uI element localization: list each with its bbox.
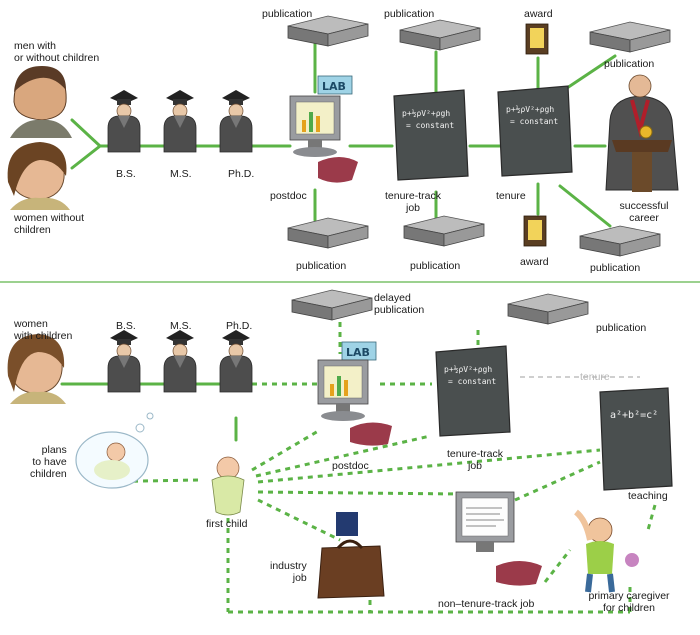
woman-portrait (7, 142, 70, 210)
bottom-publications (291, 289, 589, 325)
publication-book (403, 215, 485, 247)
tenure-board-top (497, 85, 573, 177)
bs-graduate-bottom (107, 329, 141, 393)
non-tenure-track-computer (455, 491, 542, 586)
label-postdoc-top: postdoc (270, 190, 307, 202)
label-ms-bottom: M.S. (170, 320, 192, 332)
publication-book (287, 15, 369, 47)
teaching-formula: a²+b²=c² (610, 410, 658, 421)
lab-sign-bottom: LAB (346, 346, 370, 359)
label-teaching: teaching (628, 490, 668, 502)
lab-sign-top: LAB (322, 80, 346, 93)
label-non-tenure-track: non–tenure-track job (438, 598, 535, 610)
label-publication: publication (262, 8, 313, 20)
woman-with-children-portrait (7, 334, 66, 404)
label-successful-career: successful career (619, 200, 669, 224)
label-publication-bottom: publication (596, 322, 647, 334)
label-postdoc-bottom: postdoc (332, 460, 369, 472)
label-award: award (524, 8, 553, 20)
award-plaque (525, 23, 549, 55)
bs-graduate (107, 89, 141, 153)
label-bs-bottom: B.S. (116, 320, 136, 332)
teaching-board: a²+b²=c² (599, 387, 673, 491)
label-men-group: men with or without children (14, 40, 100, 64)
delayed-publication-book (291, 289, 373, 321)
label-first-child: first child (206, 518, 248, 530)
postdoc-computer-bottom: LAB (317, 341, 392, 446)
label-ms-top: M.S. (170, 168, 192, 180)
caregiver-with-child (574, 509, 639, 593)
label-tenure-top: tenure (496, 190, 526, 202)
first-child-baby (211, 456, 245, 516)
bottom-dashed-lines (88, 322, 657, 614)
bottom-solid-lines (60, 382, 238, 442)
label-women-with-children: women with children (14, 318, 73, 342)
label-publication: publication (410, 260, 461, 272)
phd-graduate (219, 89, 253, 153)
publication-book (579, 225, 661, 257)
publication-book (287, 217, 369, 249)
postdoc-computer: LAB (289, 75, 358, 183)
publication-book-bottom (507, 293, 589, 325)
label-tenure-track-top: tenure-track job (384, 190, 442, 214)
industry-briefcase (317, 512, 385, 599)
label-bs-top: B.S. (116, 168, 136, 180)
label-plans-children: plans to have children (30, 444, 67, 480)
award-plaque (523, 215, 547, 247)
label-primary-caregiver: primary caregiver for children (588, 590, 670, 614)
label-award: award (520, 256, 549, 268)
successful-career-figure (605, 74, 679, 192)
label-phd-top: Ph.D. (228, 168, 255, 180)
thought-bubble (75, 412, 154, 489)
label-publication: publication (296, 260, 347, 272)
man-portrait (10, 66, 72, 138)
label-tenure-track-bottom: tenure-track job (446, 448, 504, 472)
label-delayed-publication: delayed publication (374, 292, 425, 316)
publication-book (589, 21, 671, 53)
phd-graduate-bottom (219, 329, 253, 393)
ms-graduate (163, 89, 197, 153)
label-industry-job: industry job (270, 560, 307, 584)
publication-book (399, 19, 481, 51)
label-publication: publication (604, 58, 655, 70)
ms-graduate-bottom (163, 329, 197, 393)
tenure-track-board-top (393, 89, 469, 181)
label-tenure-faded: tenure (580, 371, 610, 383)
tenure-track-board-bottom (435, 345, 511, 437)
label-women-group: women without children (14, 212, 85, 236)
label-phd-bottom: Ph.D. (226, 320, 253, 332)
label-publication: publication (384, 8, 435, 20)
label-publication: publication (590, 262, 641, 274)
top-path-lines (70, 42, 617, 228)
